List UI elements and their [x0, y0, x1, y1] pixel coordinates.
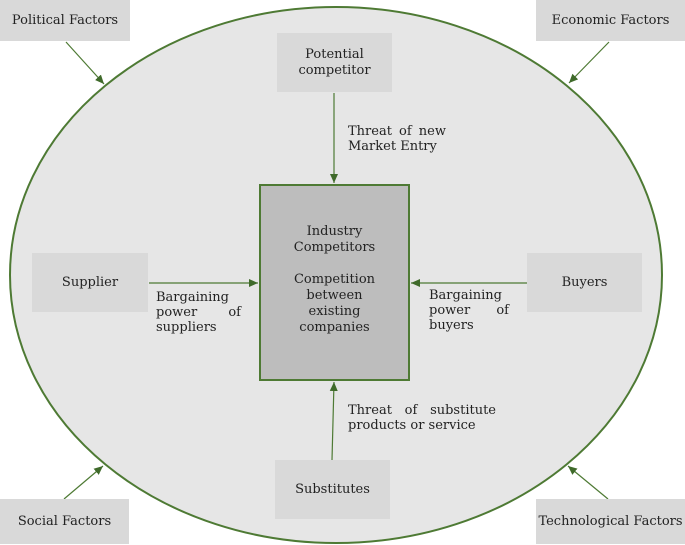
economic-arrow — [568, 41, 610, 84]
potential-competitor-line1: Potential — [305, 46, 364, 62]
new-entry-label: Threat of new Market Entry — [348, 124, 446, 154]
substitutes-box: Substitutes — [275, 460, 390, 519]
suppliers-power-label: Bargaining power of suppliers — [156, 290, 241, 335]
buyers-power-line1: Bargaining — [429, 288, 502, 303]
center-line-5: existing — [308, 304, 361, 319]
supplier-label: Supplier — [61, 274, 119, 290]
center-line-4: between — [306, 288, 363, 303]
buyers-label: Buyers — [561, 274, 608, 290]
center-line-1: Industry — [306, 224, 363, 239]
economic-factors-label: Economic Factors — [551, 12, 670, 28]
substitutes-label: Substitutes — [295, 481, 370, 497]
supplier-box: Supplier — [32, 253, 148, 312]
buyers-box: Buyers — [527, 253, 642, 312]
center-line-6: companies — [299, 320, 370, 335]
substitute-threat-line1: Threat of substitute — [348, 403, 496, 418]
potential-competitor-box: Potential competitor — [277, 33, 392, 92]
economic-factors-box: Economic Factors — [536, 0, 685, 41]
new-entry-line2: Market Entry — [348, 139, 437, 154]
industry-competitors-box: Industry Competitors Competition between… — [259, 184, 410, 381]
social-factors-box: Social Factors — [0, 499, 129, 544]
suppliers-power-line3: suppliers — [156, 320, 217, 335]
technological-factors-box: Technological Factors — [536, 499, 685, 544]
suppliers-power-line2: power of — [156, 305, 241, 320]
substitute-threat-line2: products or service — [348, 418, 476, 433]
substitute-threat-label: Threat of substitute products or service — [348, 403, 496, 433]
center-line-2: Competitors — [293, 240, 376, 255]
social-arrow — [63, 465, 104, 500]
potential-competitor-line2: competitor — [298, 62, 371, 78]
buyers-power-line3: buyers — [429, 318, 474, 333]
social-factors-label: Social Factors — [17, 513, 112, 529]
substitutes-arrow — [329, 381, 338, 461]
political-arrow — [65, 41, 105, 85]
new-entry-line1: Threat of new — [348, 124, 446, 139]
political-factors-label: Political Factors — [11, 12, 119, 28]
political-factors-box: Political Factors — [0, 0, 130, 41]
technological-factors-label: Technological Factors — [538, 513, 683, 529]
buyers-power-line2: power of — [429, 303, 509, 318]
buyers-power-label: Bargaining power of buyers — [429, 288, 509, 333]
center-line-3: Competition — [293, 272, 376, 287]
technological-arrow — [567, 465, 609, 500]
suppliers-power-line1: Bargaining — [156, 290, 229, 305]
